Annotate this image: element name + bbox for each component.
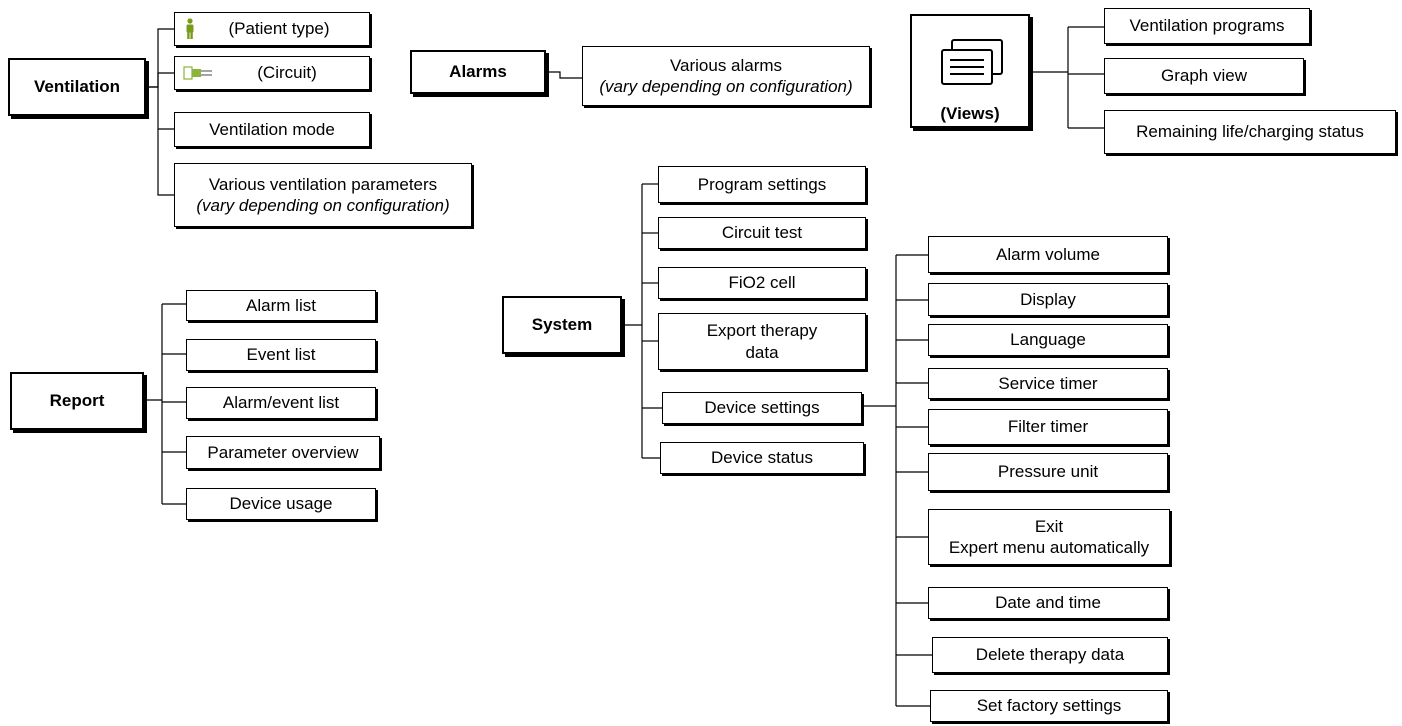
device-setting-label: Display bbox=[1020, 289, 1076, 309]
circuit-label: (Circuit) bbox=[257, 63, 317, 83]
device-setting-exit-expert-menu[interactable]: Exit Expert menu automatically bbox=[928, 509, 1170, 565]
report-item-label: Alarm/event list bbox=[222, 393, 340, 413]
alarms-root[interactable]: Alarms bbox=[410, 50, 546, 94]
system-item-device-status[interactable]: Device status bbox=[660, 442, 864, 474]
views-item-graph-view[interactable]: Graph view bbox=[1104, 58, 1304, 94]
patient-icon bbox=[186, 18, 194, 39]
circuit-icon bbox=[183, 66, 212, 80]
various-alarms-item[interactable]: Various alarms (vary depending on config… bbox=[582, 46, 870, 106]
alarms-title: Alarms bbox=[449, 62, 507, 82]
report-item-label: Device usage bbox=[229, 494, 333, 514]
report-item-label: Parameter overview bbox=[207, 442, 359, 462]
views-title: (Views) bbox=[940, 104, 1000, 123]
device-setting-label: Set factory settings bbox=[976, 696, 1122, 716]
system-item-label: Device settings bbox=[704, 398, 820, 418]
device-setting-language[interactable]: Language bbox=[928, 324, 1168, 356]
views-item-ventilation-programs[interactable]: Ventilation programs bbox=[1104, 8, 1310, 44]
report-item-alarm-event-list[interactable]: Alarm/event list bbox=[186, 387, 376, 419]
device-setting-label: Exit Expert menu automatically bbox=[948, 516, 1150, 557]
system-item-fio2-cell[interactable]: FiO2 cell bbox=[658, 267, 866, 299]
views-item-label: Ventilation programs bbox=[1129, 16, 1285, 36]
various-alarms-line2: (vary depending on configuration) bbox=[599, 77, 853, 96]
system-item-circuit-test[interactable]: Circuit test bbox=[658, 217, 866, 249]
report-title: Report bbox=[49, 391, 105, 411]
ventilation-params-item[interactable]: Various ventilation parameters (vary dep… bbox=[174, 163, 472, 227]
system-item-device-settings[interactable]: Device settings bbox=[662, 392, 862, 424]
system-item-label: Program settings bbox=[697, 174, 827, 194]
ventilation-params-line2: (vary depending on configuration) bbox=[196, 196, 450, 215]
various-alarms-line1: Various alarms bbox=[669, 55, 783, 75]
views-item-remaining-life[interactable]: Remaining life/charging status bbox=[1104, 110, 1396, 154]
report-item-parameter-overview[interactable]: Parameter overview bbox=[186, 436, 380, 469]
system-item-label: Export therapy data bbox=[706, 321, 818, 362]
ventilation-root[interactable]: Ventilation bbox=[8, 58, 146, 116]
ventilation-title: Ventilation bbox=[34, 77, 120, 97]
device-setting-label: Date and time bbox=[995, 593, 1101, 613]
views-item-label: Graph view bbox=[1161, 66, 1247, 86]
device-setting-label: Alarm volume bbox=[996, 244, 1100, 264]
device-setting-label: Pressure unit bbox=[997, 462, 1099, 482]
report-root[interactable]: Report bbox=[10, 372, 144, 430]
system-item-label: Device status bbox=[710, 448, 814, 468]
device-setting-filter-timer[interactable]: Filter timer bbox=[928, 409, 1168, 445]
circuit-item[interactable]: (Circuit) bbox=[174, 56, 370, 90]
system-item-label: Circuit test bbox=[721, 223, 803, 243]
views-root[interactable]: (Views) bbox=[910, 14, 1030, 128]
ventilation-params-line1: Various ventilation parameters bbox=[208, 174, 438, 194]
system-item-export-therapy-data[interactable]: Export therapy data bbox=[658, 313, 866, 370]
device-setting-label: Language bbox=[1010, 330, 1086, 350]
views-icon bbox=[941, 39, 1003, 85]
report-item-event-list[interactable]: Event list bbox=[186, 339, 376, 371]
system-title: System bbox=[531, 315, 593, 335]
device-setting-date-and-time[interactable]: Date and time bbox=[928, 587, 1168, 619]
device-setting-set-factory-settings[interactable]: Set factory settings bbox=[930, 690, 1168, 722]
device-setting-label: Service timer bbox=[998, 373, 1098, 393]
report-item-device-usage[interactable]: Device usage bbox=[186, 488, 376, 520]
report-item-label: Event list bbox=[246, 345, 316, 365]
report-item-alarm-list[interactable]: Alarm list bbox=[186, 290, 376, 321]
system-root[interactable]: System bbox=[502, 296, 622, 354]
report-item-label: Alarm list bbox=[246, 295, 316, 315]
ventilation-mode-label: Ventilation mode bbox=[209, 119, 335, 139]
system-item-program-settings[interactable]: Program settings bbox=[658, 166, 866, 203]
device-setting-display[interactable]: Display bbox=[928, 283, 1168, 316]
device-setting-alarm-volume[interactable]: Alarm volume bbox=[928, 236, 1168, 273]
device-setting-delete-therapy-data[interactable]: Delete therapy data bbox=[932, 637, 1168, 673]
device-setting-label: Delete therapy data bbox=[975, 645, 1125, 665]
device-setting-pressure-unit[interactable]: Pressure unit bbox=[928, 453, 1168, 491]
system-item-label: FiO2 cell bbox=[728, 273, 796, 293]
patient-type-label: (Patient type) bbox=[228, 19, 330, 39]
patient-type-item[interactable]: (Patient type) bbox=[174, 12, 370, 46]
views-item-label: Remaining life/charging status bbox=[1136, 122, 1364, 142]
ventilation-mode-item[interactable]: Ventilation mode bbox=[174, 112, 370, 147]
device-setting-label: Filter timer bbox=[1007, 417, 1089, 437]
device-setting-service-timer[interactable]: Service timer bbox=[928, 368, 1168, 399]
